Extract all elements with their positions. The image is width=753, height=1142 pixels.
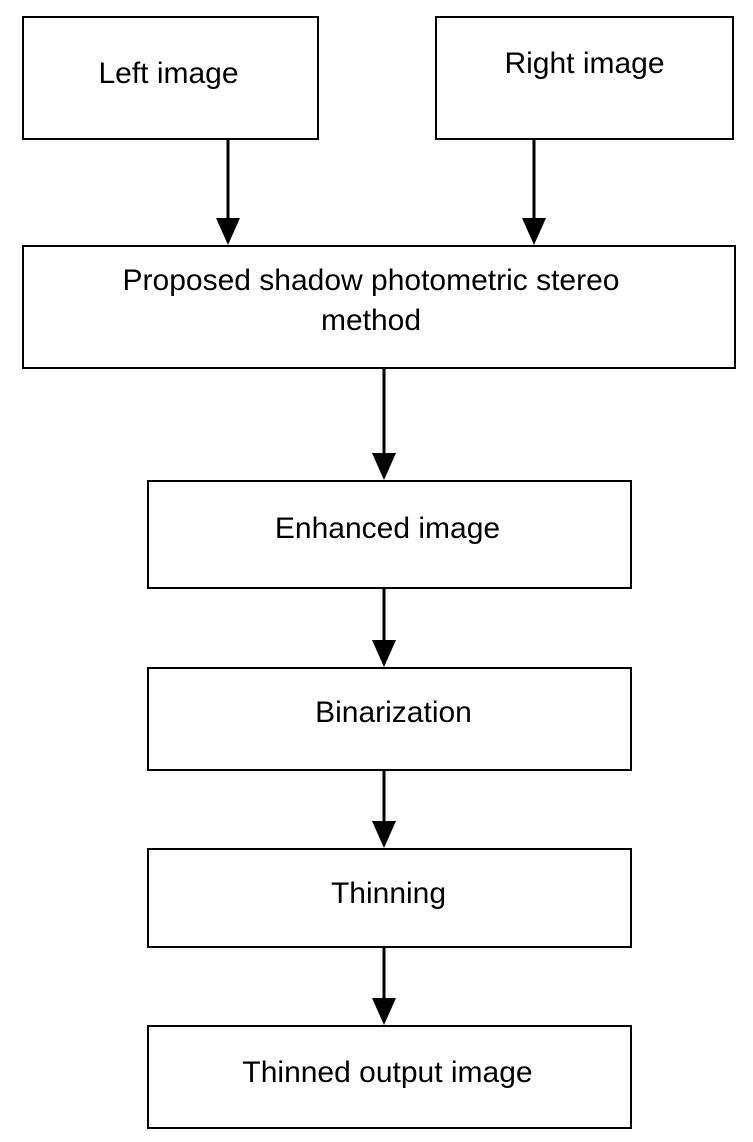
left-image-node: Left image [22,16,319,140]
enhanced-image-label: Enhanced image [274,511,501,545]
arrow-binarization-to-thinning [372,771,396,848]
thinned-output-node: Thinned output image [147,1025,632,1129]
binarization-label: Binarization [315,696,472,729]
shadow-method-node: Proposed shadow photometric stereo metho… [22,245,736,369]
thinning-label: Thinning [330,877,447,910]
left-image-label: Left image [98,57,239,90]
arrow-left-to-method [216,140,240,245]
arrow-method-to-enhanced [372,369,396,480]
binarization-node: Binarization [147,667,632,771]
right-image-label: Right image [504,47,665,80]
enhanced-image-node: Enhanced image [147,480,632,589]
thinning-node: Thinning [147,848,632,948]
arrow-enhanced-to-binarization [372,589,396,667]
arrow-right-to-method [522,140,546,245]
right-image-node: Right image [435,16,734,140]
shadow-method-label: Proposed shadow photometric stereo metho… [122,264,620,337]
arrow-thinning-to-output [372,948,396,1025]
thinned-output-label: Thinned output image [242,1056,533,1089]
